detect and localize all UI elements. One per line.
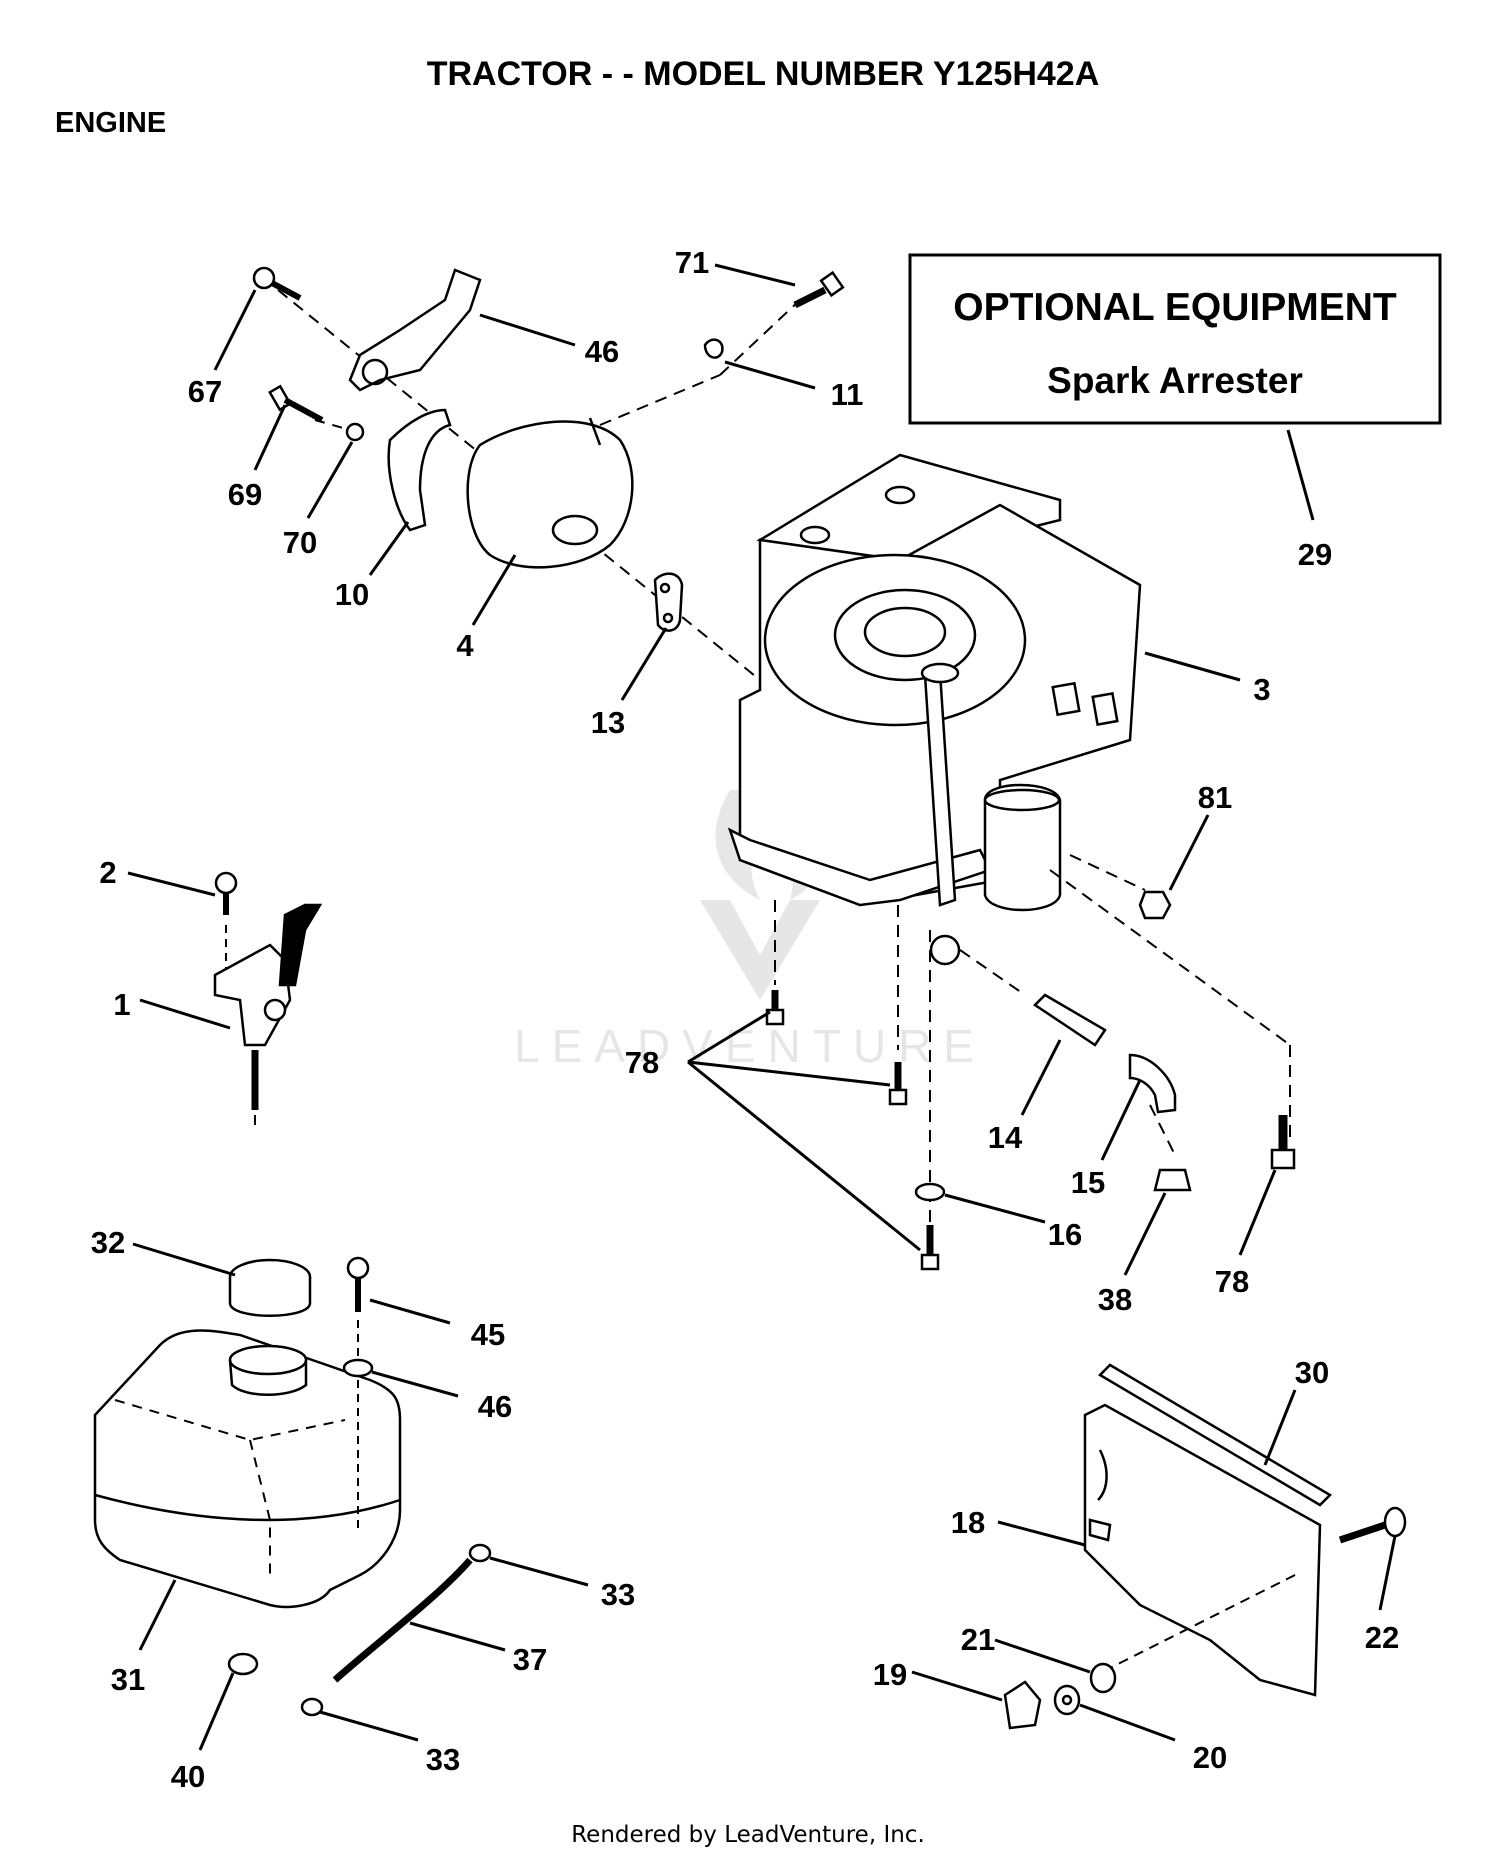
engine-fasteners (765, 890, 1296, 1271)
optional-equipment-title: OPTIONAL EQUIPMENT (953, 286, 1397, 329)
washer-16 (914, 1182, 946, 1202)
callout-70: 70 (283, 525, 317, 560)
watermark-text: LEADVENTURE (514, 1020, 986, 1072)
bolt-69 (268, 384, 324, 423)
callout-13: 13 (591, 705, 625, 740)
fuel-cap-32 (228, 1258, 312, 1317)
elbow-15 (1128, 1053, 1177, 1114)
clip-19 (1003, 1680, 1042, 1730)
clamp-33-upper (468, 1543, 492, 1563)
panel-18 (1083, 1403, 1322, 1697)
callout-14: 14 (988, 1120, 1023, 1155)
page-title: TRACTOR - - MODEL NUMBER Y125H42A (427, 55, 1100, 93)
knob-22 (1338, 1506, 1407, 1544)
callout-45: 45 (471, 1317, 505, 1352)
optional-equipment-box: OPTIONAL EQUIPMENT Spark Arrester 29 (908, 253, 1442, 572)
callout-11: 11 (831, 377, 864, 412)
callout-labels: 67 46 71 11 69 70 10 4 13 3 81 2 1 78 14… (91, 245, 1399, 1794)
clamp-33-lower (300, 1697, 324, 1717)
cap-38 (1153, 1168, 1192, 1192)
callout-20: 20 (1193, 1740, 1227, 1775)
section-title: ENGINE (55, 107, 166, 139)
bolt-78-b (888, 1062, 908, 1106)
callout-37: 37 (513, 1642, 547, 1677)
callout-10: 10 (335, 577, 369, 612)
bolt-16 (920, 1225, 940, 1271)
heat-shield-10 (387, 408, 452, 532)
washer-70 (345, 422, 365, 442)
nipple-14 (1033, 993, 1107, 1047)
washer-21 (1089, 1662, 1117, 1694)
callout-40: 40 (171, 1759, 205, 1794)
footer-credit: Rendered by LeadVenture, Inc. (571, 1822, 925, 1848)
callout-68: 67 (188, 374, 222, 409)
callout-81: 81 (1198, 780, 1232, 815)
spark-arrester-label: Spark Arrester (1047, 360, 1303, 401)
callout-29: 29 (1298, 537, 1332, 572)
throttle-lever (278, 903, 323, 987)
engine-assembly-lines (774, 854, 1291, 1235)
callout-18: 18 (951, 1505, 985, 1540)
callout-1: 1 (113, 987, 130, 1022)
engine-3 (727, 453, 1142, 966)
fuel-tank-assembly (93, 1256, 492, 1717)
callout-71: 71 (675, 245, 709, 280)
lockwasher-11 (703, 338, 724, 359)
fuel-line-37 (332, 1557, 473, 1683)
callout-21: 21 (961, 1622, 995, 1657)
callout-78-a: 78 (625, 1045, 659, 1080)
throttle-control (213, 871, 323, 1125)
washer-46 (342, 1358, 374, 1378)
callout-22: 22 (1365, 1620, 1399, 1655)
side-panel-assembly (1003, 1363, 1407, 1730)
callout-38: 38 (1098, 1282, 1132, 1317)
callout-16: 16 (1048, 1217, 1082, 1252)
callout-78-b: 78 (1215, 1264, 1249, 1299)
leader-lines (127, 263, 1397, 1751)
callout-2: 2 (99, 855, 116, 890)
callout-3: 3 (1253, 672, 1270, 707)
callout-33-a: 33 (601, 1577, 635, 1612)
callout-67: 46 (585, 334, 619, 369)
grommet-40 (227, 1652, 259, 1676)
callout-69: 69 (228, 477, 262, 512)
bolt-68 (252, 266, 302, 301)
fuel-tank-31 (93, 1329, 402, 1609)
screw-2 (214, 871, 238, 915)
screw-45 (346, 1256, 370, 1312)
callout-15: 15 (1071, 1165, 1105, 1200)
bolt-71 (793, 270, 845, 309)
bolt-78-a (765, 990, 785, 1026)
callout-30: 30 (1295, 1355, 1329, 1390)
callout-32: 32 (91, 1225, 125, 1260)
muffler-4 (466, 420, 634, 569)
bracket-67 (348, 268, 482, 392)
seal-strip-30 (1097, 1363, 1333, 1507)
nut-81 (1138, 890, 1172, 920)
callout-19: 19 (873, 1657, 907, 1692)
callout-46: 46 (478, 1389, 512, 1424)
bolt-78-c (1270, 1115, 1296, 1170)
callout-31: 31 (111, 1662, 145, 1697)
callout-33-b: 33 (426, 1742, 460, 1777)
muffler-assembly (252, 266, 845, 681)
callout-4: 4 (456, 628, 474, 663)
